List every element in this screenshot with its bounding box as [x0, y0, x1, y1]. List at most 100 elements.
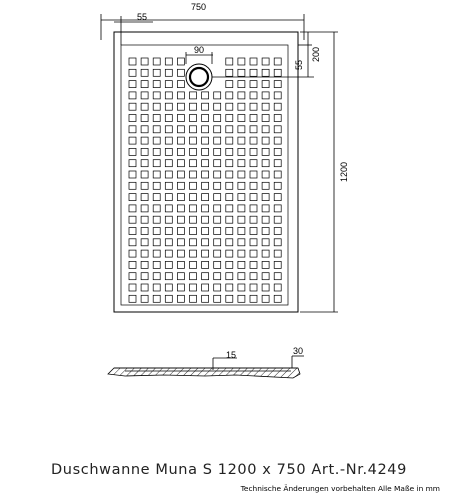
anti-slip-square	[249, 215, 258, 224]
profile-section	[107, 367, 301, 379]
anti-slip-square	[177, 114, 185, 122]
anti-slip-square	[201, 170, 209, 179]
anti-slip-square	[201, 159, 209, 168]
anti-slip-square	[249, 261, 258, 269]
anti-slip-square	[189, 261, 197, 269]
anti-slip-square	[189, 91, 197, 100]
anti-slip-square	[273, 283, 282, 292]
anti-slip-square	[249, 272, 258, 281]
anti-slip-square	[201, 91, 209, 100]
anti-slip-square	[273, 249, 282, 258]
anti-slip-square	[201, 204, 209, 213]
anti-slip-square	[225, 193, 234, 201]
anti-slip-square	[237, 294, 246, 303]
anti-slip-square	[249, 283, 258, 292]
anti-slip-square	[213, 148, 222, 156]
anti-slip-square	[177, 57, 185, 66]
anti-slip-square	[140, 272, 149, 281]
anti-slip-square	[201, 114, 209, 122]
anti-slip-square	[152, 125, 161, 134]
anti-slip-square	[273, 68, 282, 77]
anti-slip-square	[273, 227, 282, 235]
anti-slip-square	[164, 204, 173, 213]
anti-slip-square	[237, 80, 246, 88]
anti-slip-square	[164, 159, 173, 168]
anti-slip-square	[237, 91, 246, 100]
anti-slip-square	[249, 148, 258, 156]
anti-slip-square	[249, 294, 258, 303]
anti-slip-square	[225, 136, 234, 145]
anti-slip-square	[249, 80, 258, 88]
anti-slip-square	[164, 249, 173, 258]
anti-slip-square	[164, 170, 173, 179]
anti-slip-square	[140, 283, 149, 292]
anti-slip-square	[261, 91, 270, 100]
anti-slip-square	[201, 283, 209, 292]
anti-slip-square	[249, 125, 258, 134]
anti-slip-square	[201, 102, 209, 111]
anti-slip-square	[201, 181, 209, 190]
anti-slip-square	[249, 159, 258, 168]
anti-slip-square	[261, 272, 270, 281]
anti-slip-square	[164, 227, 173, 235]
anti-slip-square	[152, 272, 161, 281]
anti-slip-square	[152, 227, 161, 235]
anti-slip-square	[164, 125, 173, 134]
anti-slip-square	[273, 204, 282, 213]
anti-slip-square	[177, 91, 185, 100]
anti-slip-square	[128, 283, 137, 292]
anti-slip-square	[213, 283, 222, 292]
anti-slip-square	[152, 136, 161, 145]
tray-outline	[113, 31, 299, 313]
anti-slip-square	[140, 148, 149, 156]
anti-slip-square	[261, 159, 270, 168]
anti-slip-square	[177, 193, 185, 201]
tray-side-profile	[107, 355, 304, 379]
anti-slip-square	[225, 159, 234, 168]
anti-slip-square	[225, 102, 234, 111]
anti-slip-square	[213, 294, 222, 303]
anti-slip-square	[164, 102, 173, 111]
anti-slip-square	[152, 91, 161, 100]
anti-slip-square	[213, 193, 222, 201]
anti-slip-square	[189, 125, 197, 134]
label-drain-edge: 55	[294, 60, 304, 70]
anti-slip-square	[237, 272, 246, 281]
anti-slip-square	[213, 238, 222, 247]
anti-slip-square	[213, 272, 222, 281]
anti-slip-square	[249, 170, 258, 179]
anti-slip-square	[261, 68, 270, 77]
anti-slip-square	[177, 148, 185, 156]
anti-slip-square	[152, 249, 161, 258]
label-drain-offset: 200	[311, 47, 321, 62]
anti-slip-square	[189, 215, 197, 224]
anti-slip-square	[273, 91, 282, 100]
anti-slip-square	[237, 170, 246, 179]
anti-slip-square	[128, 261, 137, 269]
anti-slip-square	[140, 238, 149, 247]
anti-slip-square	[273, 136, 282, 145]
anti-slip-square	[164, 91, 173, 100]
anti-slip-square	[140, 136, 149, 145]
anti-slip-square	[261, 204, 270, 213]
anti-slip-square	[140, 204, 149, 213]
anti-slip-square	[128, 294, 137, 303]
anti-slip-square	[201, 125, 209, 134]
anti-slip-square	[177, 272, 185, 281]
label-drain-diameter: 90	[194, 45, 204, 55]
anti-slip-square	[177, 170, 185, 179]
anti-slip-square	[177, 181, 185, 190]
anti-slip-square	[189, 136, 197, 145]
anti-slip-square	[261, 102, 270, 111]
anti-slip-square	[225, 57, 234, 66]
anti-slip-square	[225, 114, 234, 122]
anti-slip-square	[213, 261, 222, 269]
drain-icon	[185, 63, 213, 91]
anti-slip-square	[201, 148, 209, 156]
anti-slip-square	[237, 57, 246, 66]
anti-slip-square	[152, 68, 161, 77]
anti-slip-square	[152, 261, 161, 269]
anti-slip-square	[237, 114, 246, 122]
anti-slip-square	[189, 283, 197, 292]
anti-slip-square	[261, 125, 270, 134]
